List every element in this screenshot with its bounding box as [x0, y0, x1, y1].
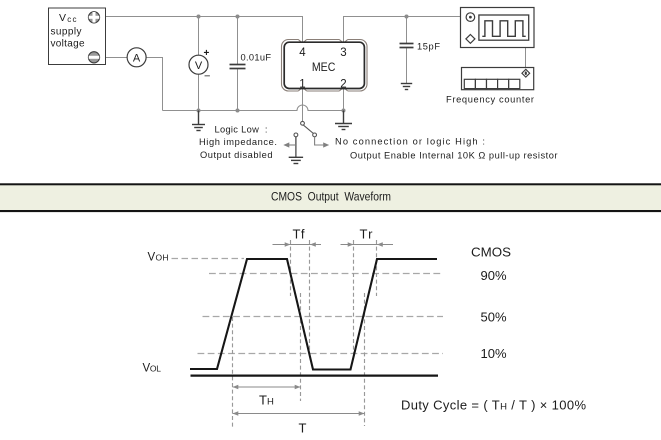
svg-text:TH: TH — [259, 393, 274, 408]
svg-text:15pF: 15pF — [417, 42, 440, 52]
svg-text:+: + — [204, 48, 210, 59]
svg-text:1: 1 — [299, 79, 305, 91]
svg-text:Tf: Tf — [293, 227, 305, 242]
svg-text:Tr: Tr — [360, 227, 374, 242]
svg-text:3: 3 — [340, 47, 346, 59]
svg-text:2: 2 — [340, 79, 346, 91]
svg-text:T: T — [299, 421, 307, 436]
svg-text:VOH: VOH — [148, 252, 169, 264]
svg-text:MEC: MEC — [312, 60, 336, 74]
svg-text:Output disabled: Output disabled — [200, 150, 273, 160]
svg-text:10%: 10% — [481, 346, 507, 361]
svg-text:High impedance.: High impedance. — [199, 137, 277, 147]
svg-text:VOL: VOL — [143, 363, 162, 375]
svg-text:50%: 50% — [481, 310, 507, 325]
svg-text:90%: 90% — [481, 268, 507, 283]
svg-text:No connection or logic High :: No connection or logic High : — [335, 137, 485, 147]
svg-text:Logic Low :: Logic Low : — [215, 125, 268, 135]
svg-text:CMOS: CMOS — [471, 245, 511, 260]
svg-text:Duty Cycle = ( TH / T ) × 100%: Duty Cycle = ( TH / T ) × 100% — [401, 398, 586, 413]
svg-text:V: V — [195, 60, 203, 72]
svg-text:4: 4 — [299, 47, 306, 59]
svg-text:0.01uF: 0.01uF — [241, 53, 272, 63]
svg-text:A: A — [133, 52, 141, 64]
svg-text:Frequency counter: Frequency counter — [446, 95, 534, 105]
svg-text:supply: supply — [51, 27, 82, 38]
svg-text:voltage: voltage — [51, 39, 85, 50]
svg-text:CMOS Output Waveform: CMOS Output Waveform — [271, 190, 391, 204]
svg-text:Output Enable Internal 10K Ω p: Output Enable Internal 10K Ω pull-up res… — [350, 151, 558, 161]
svg-text:−: − — [204, 71, 210, 83]
svg-text:Vcc: Vcc — [59, 12, 77, 24]
